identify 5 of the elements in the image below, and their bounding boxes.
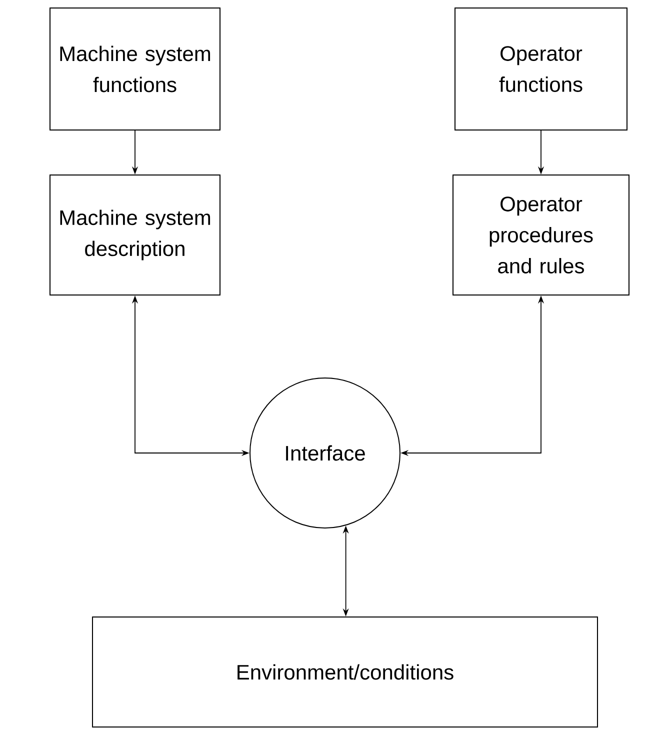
- process-box: Operator procedures and rules: [452, 174, 630, 296]
- environment-box: Environment/conditions: [92, 616, 598, 728]
- process-box: Operator functions: [454, 8, 628, 130]
- process-box: Machine system functions: [50, 8, 220, 130]
- process-box: Machine system description: [50, 174, 220, 296]
